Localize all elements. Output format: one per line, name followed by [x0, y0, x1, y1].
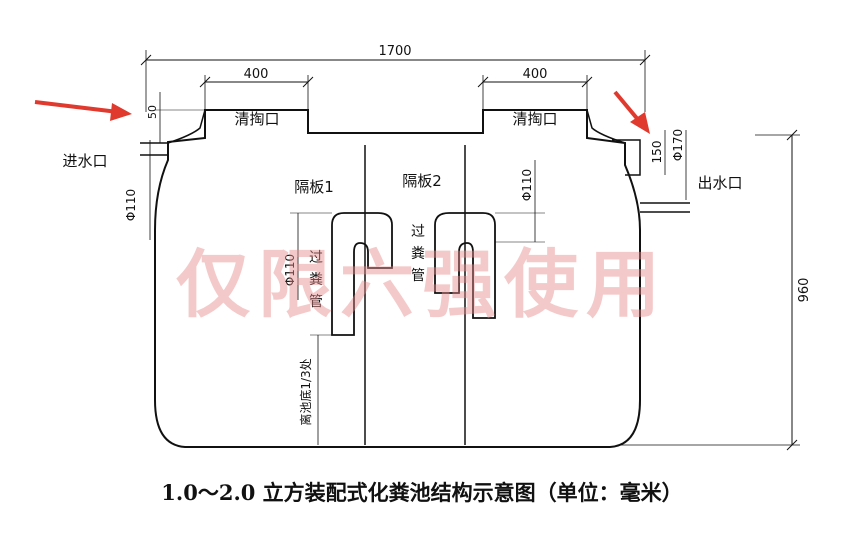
- dim-baffle2-pipe: Φ110: [520, 169, 534, 201]
- tank-outline: [154, 109, 641, 448]
- svg-text:过粪管: 过粪管: [309, 250, 323, 310]
- label-pipe-left: 过粪管: [309, 250, 323, 310]
- label-cleanout-left: 清掏口: [234, 110, 279, 128]
- outlet-box: [612, 139, 641, 176]
- dim-right-opening: 400: [523, 67, 548, 82]
- dim-baffle1-pipe: Φ110: [283, 254, 297, 286]
- dim-left-top-offset: 50: [146, 105, 159, 119]
- dim-outlet-pipe: Φ170: [671, 129, 685, 161]
- label-outlet: 出水口: [697, 174, 742, 192]
- label-baffle1: 隔板1: [294, 178, 334, 196]
- dim-overall-height: 960: [797, 278, 812, 303]
- label-baffle2: 隔板2: [402, 172, 442, 190]
- label-inlet: 进水口: [62, 152, 107, 170]
- red-arrow-left: [34, 100, 132, 121]
- right-shoulder: [586, 109, 626, 144]
- figure-caption: 1.0～2.0 立方装配式化粪池结构示意图（单位：毫米）: [161, 480, 682, 505]
- dim-overall-width: 1700: [378, 44, 411, 59]
- label-cleanout-right: 清掏口: [512, 110, 557, 128]
- dim-left-opening: 400: [244, 67, 269, 82]
- left-shoulder: [167, 109, 206, 144]
- watermark: 仅限六强使用: [176, 242, 668, 328]
- red-arrow-right: [613, 90, 650, 134]
- transfer-pipe-left: [331, 212, 393, 336]
- label-pipe-right: 过粪管: [411, 224, 425, 284]
- dim-right-outlet-offset: 150: [650, 141, 664, 164]
- svg-text:过粪管: 过粪管: [411, 224, 425, 284]
- dim-bottom-note: 离池底1/3处: [298, 358, 313, 425]
- dim-inlet-pipe: Φ110: [124, 189, 138, 221]
- transfer-pipe-right: [434, 212, 496, 319]
